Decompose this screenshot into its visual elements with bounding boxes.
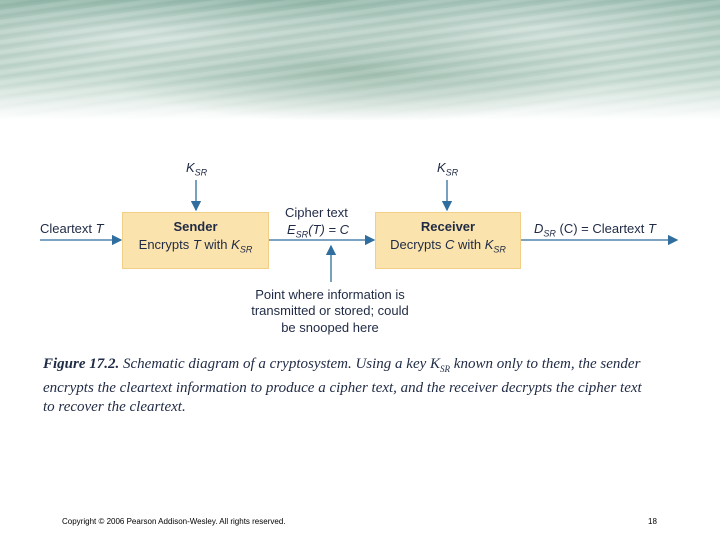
cipher-text-title: Cipher text: [285, 205, 348, 221]
receiver-title: Receiver: [376, 219, 520, 234]
output-label: DSR (C) = Cleartext T: [534, 221, 656, 242]
sender-description: Encrypts T with KSR: [123, 237, 268, 255]
receiver-box: Receiver Decrypts C with KSR: [375, 212, 521, 269]
sender-key-label: KSR: [186, 160, 207, 181]
snoop-note-line-2: transmitted or stored; could: [230, 303, 430, 319]
figure-caption: Figure 17.2. Schematic diagram of a cryp…: [43, 355, 643, 417]
receiver-description: Decrypts C with KSR: [376, 237, 520, 255]
snoop-note-line-1: Point where information is: [230, 287, 430, 303]
sender-title: Sender: [123, 219, 268, 234]
cleartext-input-label: Cleartext T: [40, 221, 104, 237]
page-number: 18: [648, 517, 657, 526]
snoop-note-line-3: be snooped here: [230, 320, 430, 336]
sender-box: Sender Encrypts T with KSR: [122, 212, 269, 269]
receiver-key-label: KSR: [437, 160, 458, 181]
cipher-text-expression: ESR(T) = C: [287, 222, 349, 243]
figure-label: Figure 17.2.: [43, 356, 119, 372]
copyright-notice: Copyright © 2006 Pearson Addison-Wesley.…: [62, 517, 286, 526]
